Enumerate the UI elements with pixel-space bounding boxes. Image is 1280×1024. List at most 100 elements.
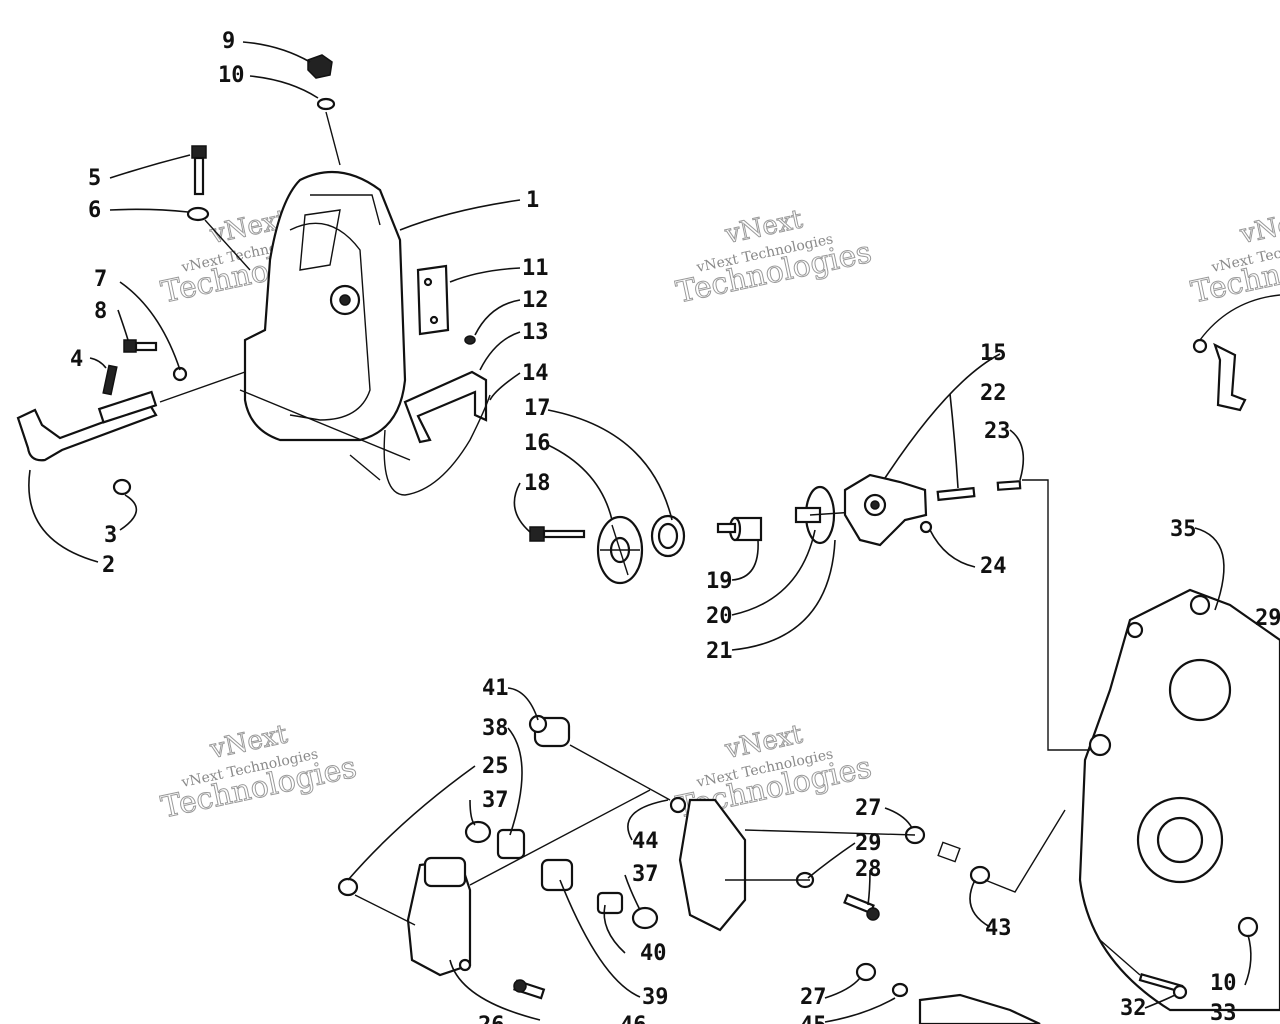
bolt-5-part <box>186 145 251 271</box>
label-16: 16 <box>524 431 551 456</box>
washer-37b-part <box>631 906 659 930</box>
caliper-44-part <box>669 796 747 932</box>
clamp-strap <box>1199 294 1280 341</box>
guide-line-c <box>354 894 416 926</box>
guide-line-b <box>469 789 651 886</box>
label-44: 44 <box>632 829 659 854</box>
nut-27b-part <box>855 962 877 982</box>
label-15: 15 <box>980 341 1007 366</box>
bolt-28-part <box>843 893 880 921</box>
bolt-18-part <box>529 526 586 542</box>
label-7: 7 <box>94 267 107 292</box>
clamp-nut <box>1192 338 1208 354</box>
sleeve-40-part <box>596 891 624 915</box>
label-3: 3 <box>104 523 117 548</box>
watermark-2: vNext vNext Technologies Technologies <box>673 204 875 311</box>
label-19: 19 <box>706 569 733 594</box>
label-6: 6 <box>88 198 101 223</box>
label-2: 2 <box>102 553 115 578</box>
guide-line-d <box>744 829 916 836</box>
pin-4-part <box>102 364 118 396</box>
washer-45-part <box>891 982 909 998</box>
bolt-32-part <box>1138 972 1188 1000</box>
label-37b: 37 <box>632 862 659 887</box>
housing-15-part <box>843 473 928 547</box>
label-32: 32 <box>1120 996 1147 1021</box>
label-10: 10 <box>218 63 245 88</box>
bushing-19-part <box>716 516 763 542</box>
label-14: 14 <box>522 361 549 386</box>
label-45: 45 <box>800 1013 827 1024</box>
plate-11-part <box>416 264 476 345</box>
label-46: 46 <box>620 1013 647 1024</box>
washer-10b-part <box>1237 916 1259 938</box>
guide-line-g <box>1099 939 1141 976</box>
label-18: 18 <box>524 471 551 496</box>
caliper-26-part <box>406 856 472 977</box>
spring-22-part <box>919 480 1022 534</box>
washer-37a-part <box>464 820 492 844</box>
shaft-lever-2-part <box>16 371 246 462</box>
parts-group <box>16 54 1280 1024</box>
guide-line-i <box>349 454 381 481</box>
bolt-46-part <box>513 979 546 1000</box>
label-28: 28 <box>855 857 882 882</box>
label-26: 26 <box>478 1013 505 1024</box>
label-29b: 29 <box>1255 606 1280 631</box>
guide-line-a <box>569 744 671 801</box>
svg-text:vNext: vNext <box>1237 204 1280 250</box>
watermark-5: vNext vNext Technologies Technologies <box>1188 204 1280 311</box>
clamp-part <box>1213 342 1247 412</box>
label-12: 12 <box>522 288 549 313</box>
cable-14-part <box>383 394 491 496</box>
label-17: 17 <box>524 396 551 421</box>
spacer-part <box>937 841 961 863</box>
nut-43-part <box>969 865 991 885</box>
gear-case-35-part <box>1078 588 1280 1012</box>
label-37a: 37 <box>482 788 509 813</box>
nut-25-part <box>337 877 359 897</box>
label-11: 11 <box>522 256 549 281</box>
link-line <box>1022 479 1090 751</box>
label-25: 25 <box>482 754 509 779</box>
svg-text:Technologies: Technologies <box>1188 235 1280 311</box>
nut-3-part <box>112 478 132 496</box>
label-39: 39 <box>642 985 669 1010</box>
bracket-13-part <box>403 370 488 444</box>
label-21: 21 <box>706 639 733 664</box>
label-29a: 29 <box>855 831 882 856</box>
guide-line-h <box>239 389 411 461</box>
label-23: 23 <box>984 419 1011 444</box>
label-9: 9 <box>222 29 235 54</box>
label-13: 13 <box>522 320 549 345</box>
label-35: 35 <box>1170 517 1197 542</box>
label-10b: 10 <box>1210 971 1237 996</box>
label-22: 22 <box>980 381 1007 406</box>
caliper-lower-part <box>918 993 1041 1024</box>
pulley-16-part <box>596 515 644 585</box>
callout-labels: 9 10 5 6 1 11 12 13 14 7 8 4 3 2 15 22 2… <box>70 29 1280 1024</box>
label-24: 24 <box>980 554 1007 579</box>
label-43: 43 <box>985 916 1012 941</box>
label-27a: 27 <box>855 796 882 821</box>
bushing-39-part <box>540 858 574 892</box>
leader-lines <box>28 41 1252 1023</box>
label-40: 40 <box>640 941 667 966</box>
spring-17-part <box>650 514 686 558</box>
label-20: 20 <box>706 604 733 629</box>
label-8: 8 <box>94 299 107 324</box>
label-27b: 27 <box>800 985 827 1010</box>
guide-line-f <box>984 809 1066 893</box>
label-41: 41 <box>482 676 509 701</box>
watermark-3: vNext vNext Technologies Technologies <box>158 719 360 826</box>
ring-20-21-part <box>794 485 856 545</box>
nut-9-part <box>307 54 341 166</box>
label-4: 4 <box>70 347 83 372</box>
label-1: 1 <box>526 188 539 213</box>
label-5: 5 <box>88 166 101 191</box>
label-33: 33 <box>1210 1001 1237 1024</box>
bolt-8-part <box>123 339 188 382</box>
bolt-41-part <box>528 714 571 748</box>
label-38: 38 <box>482 716 509 741</box>
